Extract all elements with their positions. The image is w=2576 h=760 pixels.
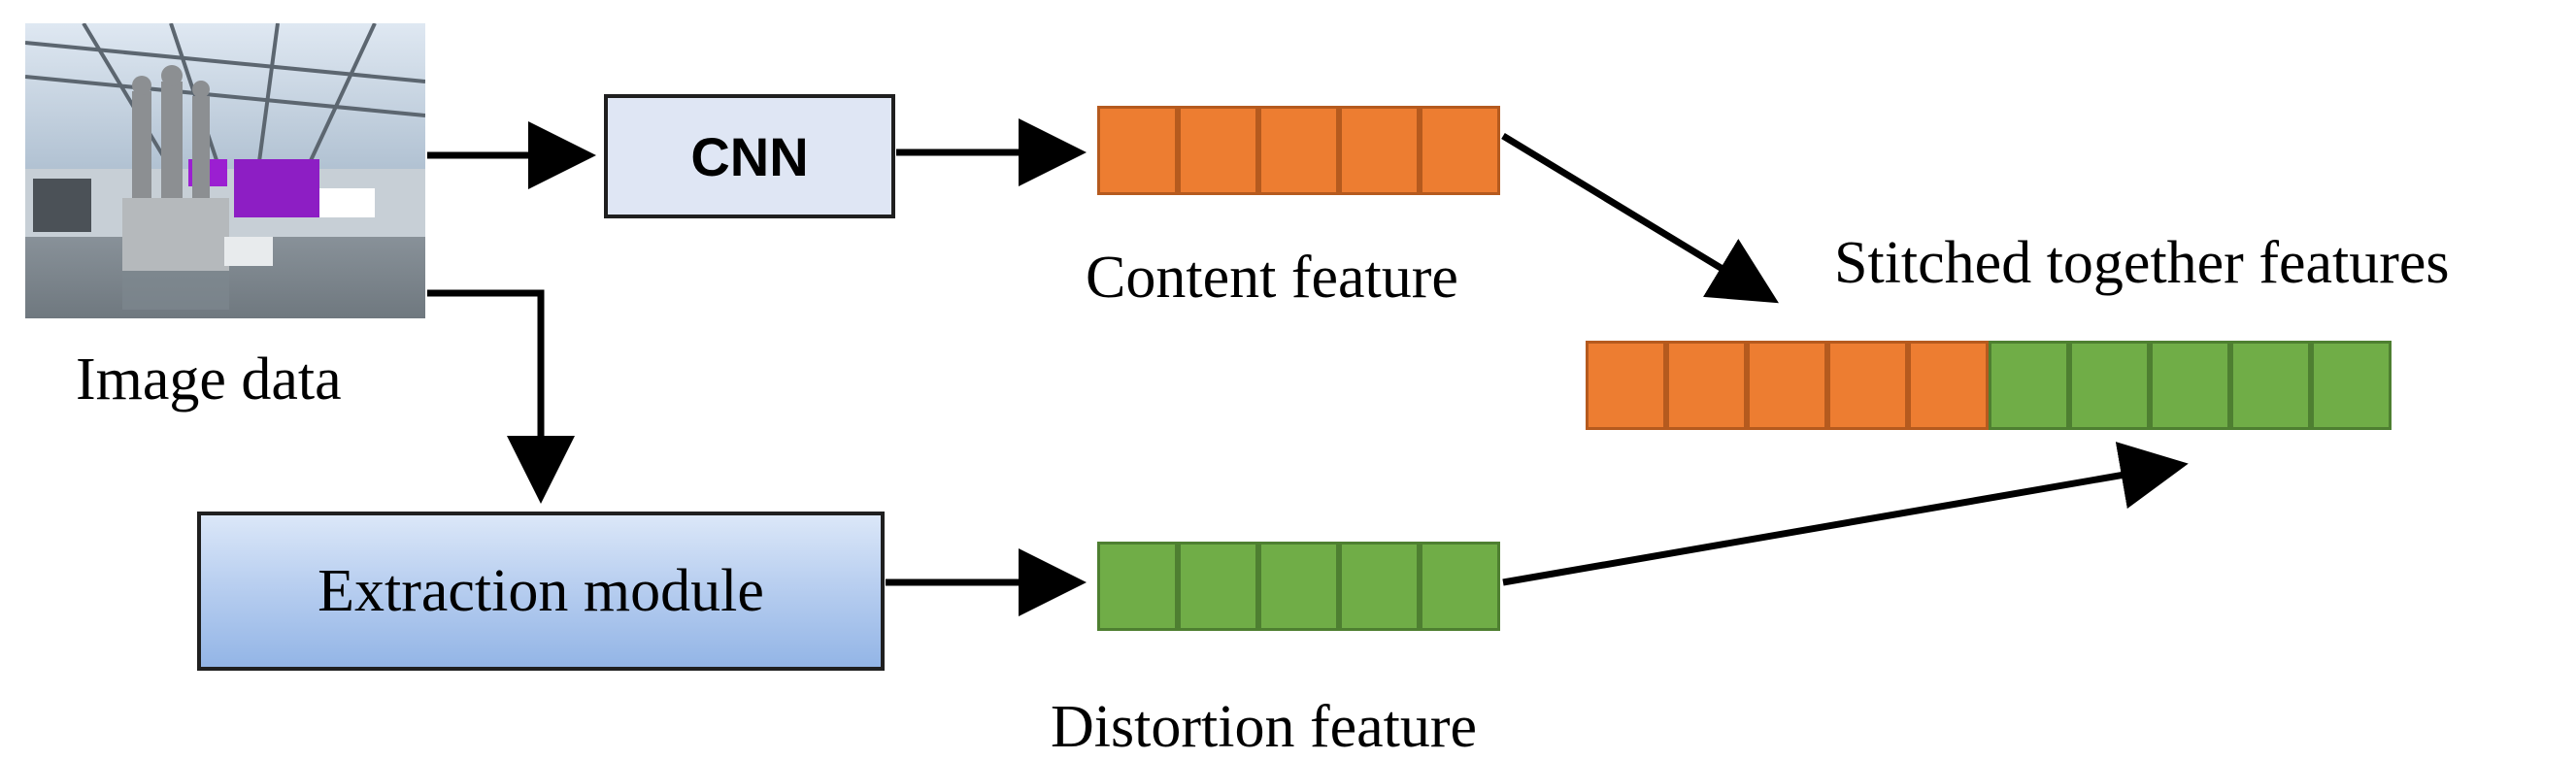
stitched-content-cell <box>1908 341 1989 430</box>
stitched-feature-vector <box>1586 341 2392 430</box>
content-feature-cell <box>1178 106 1258 195</box>
content-feature-cell <box>1097 106 1178 195</box>
distortion-feature-label: Distortion feature <box>1051 694 1478 760</box>
content-feature-vector <box>1097 106 1500 195</box>
stitched-features-label: Stitched together features <box>1834 230 2450 296</box>
stitched-distortion-cell <box>1989 341 2069 430</box>
content-feature-label: Content feature <box>1086 245 1458 311</box>
cnn-label: CNN <box>690 125 809 187</box>
stitched-content-cell <box>1666 341 1747 430</box>
distortion-feature-cell <box>1258 542 1339 631</box>
stitched-distortion-cell <box>2069 341 2150 430</box>
distortion-feature-cell <box>1339 542 1420 631</box>
distortion-feature-cell <box>1420 542 1500 631</box>
stitched-content-cell <box>1586 341 1666 430</box>
input-image <box>25 23 425 318</box>
stitched-content-cell <box>1747 341 1827 430</box>
distortion-feature-cell <box>1097 542 1178 631</box>
stitched-distortion-cell <box>2230 341 2311 430</box>
extraction-module-label: Extraction module <box>318 557 764 624</box>
image-data-label: Image data <box>76 347 342 413</box>
content-feature-cell <box>1339 106 1420 195</box>
cnn-box: CNN <box>604 94 895 218</box>
extraction-module-box: Extraction module <box>197 512 885 671</box>
distortion-feature-cell <box>1178 542 1258 631</box>
stitched-distortion-cell <box>2311 341 2392 430</box>
content-feature-cell <box>1258 106 1339 195</box>
gallery-scene-image <box>25 23 425 318</box>
content-feature-cell <box>1420 106 1500 195</box>
arrow-content-to-stitched <box>1501 133 1779 304</box>
arrow-image-to-extraction <box>427 289 575 504</box>
arrow-distortion-to-stitched <box>1502 442 2189 586</box>
stitched-distortion-cell <box>2150 341 2230 430</box>
distortion-feature-vector <box>1097 542 1500 631</box>
stitched-content-cell <box>1827 341 1908 430</box>
